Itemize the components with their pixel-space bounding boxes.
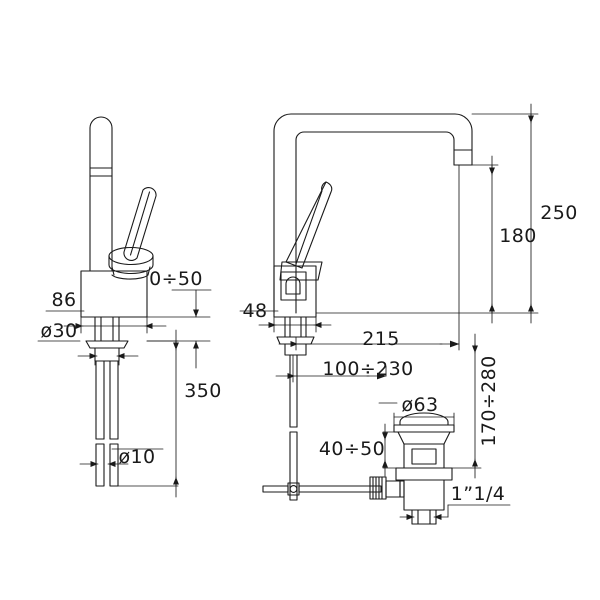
dim-gap-0-50 [146,289,212,369]
dim-height-250 [315,103,539,324]
dim-label-height-250: 250 [540,202,577,224]
left-lever-handle [123,186,157,262]
dim-reach-215 [278,164,460,351]
dim-label-offset-86: 86 [52,289,77,311]
left-shank [94,316,120,342]
left-cartridge-dome [108,246,154,280]
right-view-dimensions [239,103,539,525]
dim-label-dia-63: ø63 [401,394,438,416]
dim-range-170-280 [451,333,482,479]
dim-label-dia-30: ø30 [40,320,77,342]
dim-dia-63 [378,402,455,429]
right-mounting-nut [276,336,315,356]
right-view-faucet [262,113,473,525]
dim-thread-125 [399,504,511,525]
dim-label-range-100-230: 100÷230 [322,358,413,380]
dim-label-gap-0-50: 0÷50 [149,268,203,290]
right-linkage-gland [369,476,401,500]
dim-height-180 [471,155,499,324]
left-mounting-nut [85,340,129,362]
dim-range-40-50 [382,423,399,477]
dim-label-thread-125: 1”1/4 [451,483,506,505]
right-waste-linkage [262,482,382,496]
dim-range-100-230 [275,354,387,383]
dim-dia-30 [37,340,139,366]
right-popup-waste-body [393,412,455,525]
right-pull-rod [289,354,298,501]
left-body-block [80,270,148,318]
left-spout-column [89,116,113,272]
left-view-dimensions [37,289,212,498]
dim-label-reach-215: 215 [362,328,399,350]
right-shank [284,316,307,338]
dim-dia-10 [79,443,164,473]
right-lever-handle [285,181,333,269]
right-spout-arm [273,113,473,314]
dim-label-height-180: 180 [499,225,536,247]
dim-label-len-350: 350 [184,380,221,402]
dim-label-range-170-280: 170÷280 [478,355,500,446]
dim-offset-86 [45,310,167,334]
left-flexible-hoses [95,360,119,487]
dim-label-range-40-50: 40÷50 [319,438,385,460]
dim-len-350 [117,329,179,498]
dim-label-dia-10: ø10 [118,446,155,468]
dim-label-offset-48: 48 [243,300,268,322]
dim-offset-48 [239,310,332,333]
left-view-faucet [80,116,157,487]
dimension-labels: 0÷50 86 ø30 350 ø10 250 180 48 215 100÷2… [40,202,577,505]
